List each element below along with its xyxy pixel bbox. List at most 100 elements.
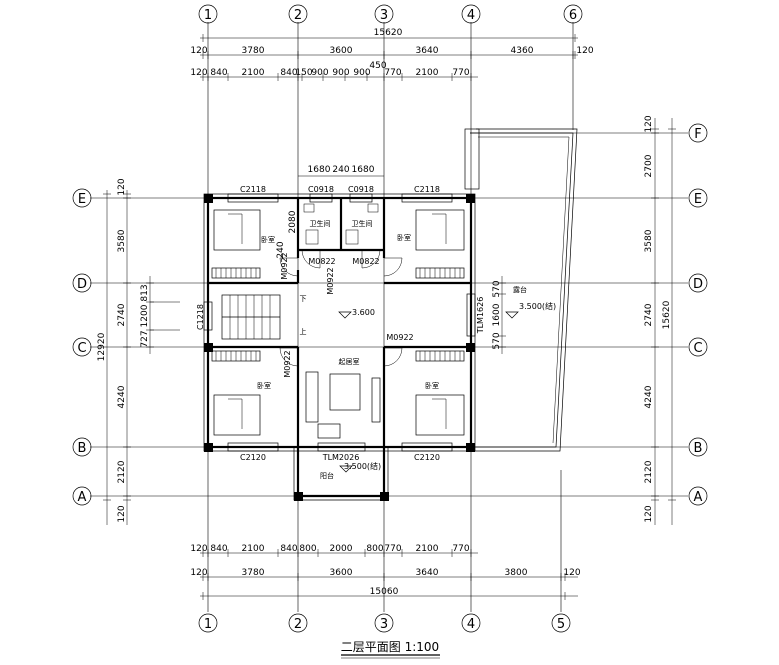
dim-label: 120	[190, 46, 207, 56]
dim-label: 2740	[117, 303, 127, 326]
room-labels: 卧室 卫生间 卫生间 卧室 卧室 起居室 卧室 露台 阳台	[257, 219, 527, 480]
dim-label: 3600	[330, 46, 353, 56]
axis-bubbles-right: F E D C B A	[688, 123, 708, 506]
dim-label: 2740	[644, 303, 654, 326]
bottom-total-dim: 15060	[370, 587, 399, 597]
axis-label-right-d: D	[693, 277, 703, 292]
dim-label: 3800	[505, 568, 528, 578]
beds	[213, 209, 465, 436]
dim-label: 800	[366, 544, 383, 554]
axis-label-left-b: B	[78, 441, 87, 456]
door-label: M0822	[352, 257, 379, 266]
dim-label: 120	[563, 568, 580, 578]
dim-label: 2700	[644, 154, 654, 177]
axis-label-bottom-4: 4	[467, 617, 475, 632]
dim-label: 840	[210, 68, 227, 78]
dim-label: 840	[280, 544, 297, 554]
window-label: C2118	[414, 185, 440, 194]
dim-label: 800	[299, 544, 316, 554]
axis-label-top-1: 1	[204, 8, 212, 23]
door-label: TLM2026	[322, 453, 360, 462]
dim-label: 1200	[140, 304, 150, 327]
dim-label: 150	[295, 68, 312, 78]
structural-columns	[204, 194, 475, 501]
dim-label: 450	[369, 61, 386, 71]
dim-label: 3600	[330, 568, 353, 578]
dim-label: 813	[140, 284, 150, 301]
dim-label: 2100	[416, 68, 439, 78]
dim-label: 2100	[416, 544, 439, 554]
axis-label-bottom-1: 1	[204, 617, 212, 632]
level-labels: 3.600 3.500(结) 3.500(结)	[344, 301, 556, 471]
dim-label: 1680	[352, 165, 375, 175]
axis-bubbles-left: E D C B A	[72, 188, 92, 506]
room-label-bath-w: 卫生间	[310, 219, 331, 228]
dim-label: 900	[311, 68, 328, 78]
dim-label: 120	[117, 178, 127, 195]
drawing-title-text: 二层平面图 1:100	[341, 640, 439, 654]
dim-label: 770	[452, 68, 469, 78]
axis-label-right-c: C	[693, 341, 702, 356]
axis-label-top-2: 2	[294, 8, 302, 23]
wardrobes	[211, 267, 465, 362]
stair-up-label: 上	[300, 327, 307, 336]
axis-label-bottom-5: 5	[557, 617, 565, 632]
axis-grid-lines	[90, 22, 688, 612]
window-label: C2120	[414, 453, 440, 462]
room-label-bedroom-ne: 卧室	[397, 233, 411, 242]
door-label-m0922-living: M0922	[283, 350, 292, 377]
right-dim-detail: 570 1600 570	[492, 280, 502, 349]
right-dim-row1: 120 2700 3580 2740 4240 2120 120	[644, 115, 654, 522]
axis-label-right-f: F	[694, 127, 701, 142]
dim-label: 240	[332, 165, 349, 175]
dim-label: 3580	[644, 229, 654, 252]
drawing-title: 二层平面图 1:100	[341, 640, 440, 659]
dim-label: 120	[576, 46, 593, 56]
door-label: M0922	[280, 252, 289, 279]
dim-label: 4240	[644, 385, 654, 408]
window-label: C2120	[240, 453, 266, 462]
dim-label: 3640	[416, 46, 439, 56]
staircase	[221, 294, 281, 340]
bottom-dim-row1: 120 840 2100 840 800 2000 800 770 2100 7…	[190, 544, 469, 554]
room-label-bedroom-se: 卧室	[425, 381, 439, 390]
windows	[203, 193, 476, 452]
dim-label: 120	[117, 505, 127, 522]
window-label: C2118	[240, 185, 266, 194]
door-swings	[279, 249, 403, 367]
dim-label: 770	[384, 544, 401, 554]
right-dimension-lines	[498, 118, 676, 525]
exterior-walls	[203, 128, 578, 501]
dim-label: 2120	[117, 460, 127, 483]
dim-label: 3780	[242, 568, 265, 578]
dim-label: 1600	[492, 303, 502, 326]
axis-bubbles-top: 1 2 3 4 6	[198, 4, 583, 24]
room-label-balcony: 阳台	[320, 471, 334, 480]
window-label: C0918	[308, 185, 334, 194]
dim-label: 2080	[288, 210, 298, 233]
dim-label: 727	[140, 330, 150, 347]
dim-label: 1680	[308, 165, 331, 175]
left-dim-row1: 120 3580 2740 4240 2120 120	[117, 178, 127, 522]
axis-label-top-3: 3	[380, 8, 388, 23]
top-dim-row2: 120 3780 3600 3640 4360 120	[190, 46, 593, 56]
bottom-dimension-lines	[200, 549, 578, 600]
door-label: M0922	[386, 333, 413, 342]
dim-label: 120	[190, 68, 207, 78]
dim-label: 570	[492, 332, 502, 349]
axis-label-right-a: A	[694, 490, 703, 505]
dim-label: 2000	[330, 544, 353, 554]
dim-label: 570	[492, 280, 502, 297]
terrace-level-label: 3.500(结)	[519, 301, 556, 311]
dim-label: 2100	[242, 68, 265, 78]
right-total-dim: 15620	[662, 300, 672, 329]
dim-label: 4240	[117, 385, 127, 408]
dim-label: 120	[190, 568, 207, 578]
axis-label-top-6: 6	[569, 8, 577, 23]
dim-label: 3780	[242, 46, 265, 56]
top-dim-row3: 120 840 2100 840 150 900 900 900 450 770…	[190, 61, 469, 78]
axis-bubbles-bottom: 1 2 3 4 5	[198, 613, 571, 633]
door-labels: M0822 M0822 M0922 M0922 M0922 TLM1626 TL…	[280, 252, 485, 462]
dim-label: 120	[190, 544, 207, 554]
